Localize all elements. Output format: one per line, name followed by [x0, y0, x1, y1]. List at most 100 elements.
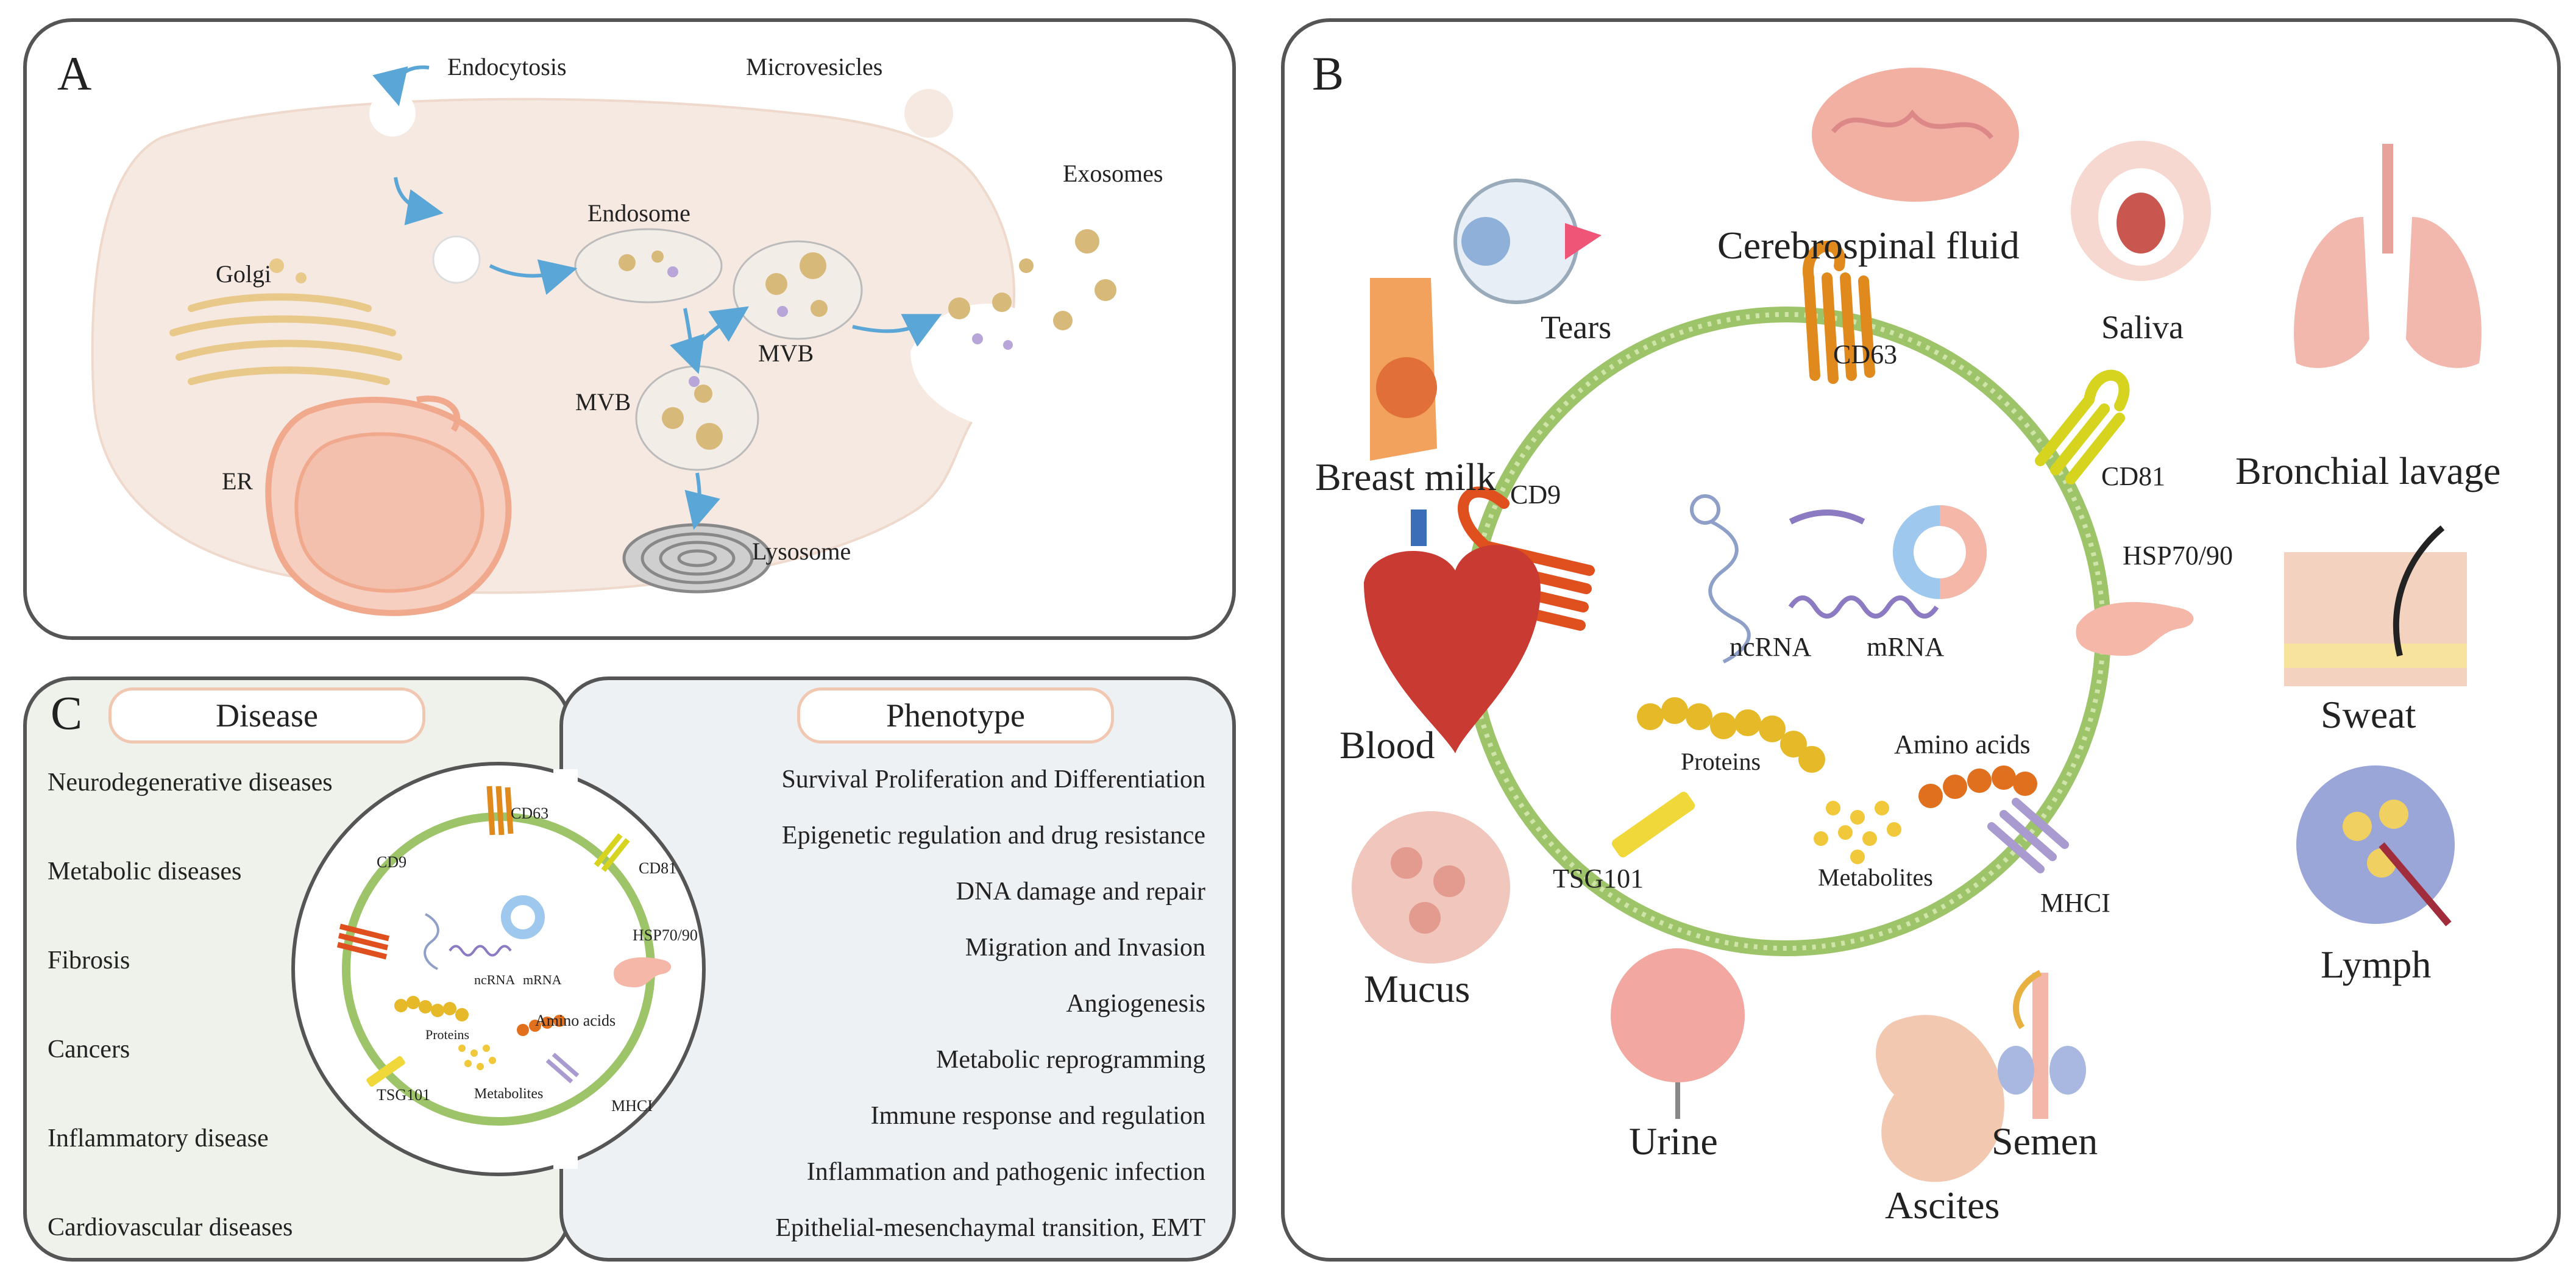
label-er: ER	[222, 467, 254, 495]
cd81-icon	[2035, 369, 2130, 485]
mini-label-cd9: CD9	[377, 853, 407, 871]
label-tears: Tears	[1541, 309, 1612, 346]
tsg101-icon	[1611, 792, 1695, 857]
label-mhci: MHCI	[2040, 888, 2110, 918]
label-mrna: mRNA	[1867, 632, 1945, 662]
panel-c: C Disease Phenotype Neurodegenerative di…	[23, 676, 1236, 1262]
microvesicle-bud	[904, 89, 953, 138]
disease-item: Metabolic diseases	[48, 857, 242, 886]
label-cd9: CD9	[1510, 480, 1561, 509]
mini-label-proteins: Proteins	[425, 1027, 470, 1042]
panel-b-label: B	[1312, 47, 1344, 100]
mini-label-metabolites: Metabolites	[474, 1086, 544, 1102]
phenotype-list: Survival Proliferation and Differentiati…	[633, 765, 1205, 1246]
mini-label-cd81: CD81	[639, 859, 677, 877]
mrna-icon	[1788, 595, 1939, 619]
label-urine: Urine	[1629, 1120, 1718, 1163]
male-reproductive-icon	[1998, 970, 2086, 1119]
phenotype-item: DNA damage and repair	[956, 878, 1205, 906]
label-bronchial-lavage: Bronchial lavage	[2235, 449, 2501, 492]
panel-a-label: A	[57, 47, 92, 100]
label-ncrna: ncRNA	[1730, 632, 1812, 662]
phenotype-item: Epithelial-mesenchaymal transition, EMT	[775, 1214, 1205, 1242]
hsp-icon	[2076, 602, 2194, 656]
mini-label-cd63: CD63	[511, 804, 549, 822]
disease-item: Cardiovascular diseases	[48, 1213, 293, 1241]
label-lymph: Lymph	[2321, 943, 2432, 986]
label-proteins: Proteins	[1681, 748, 1761, 775]
label-amino-acids: Amino acids	[1894, 730, 2031, 759]
heart-icon	[1364, 509, 1541, 753]
phenotype-title: Phenotype	[797, 687, 1114, 744]
endosome-icon	[574, 228, 723, 304]
bladder-icon	[1611, 948, 1745, 1119]
mini-label-amino-acids: Amino acids	[535, 1012, 616, 1029]
exosome-particles	[948, 229, 1116, 350]
phenotype-item: Survival Proliferation and Differentiati…	[781, 765, 1205, 793]
proteins-icon	[1637, 697, 1825, 773]
pathway-arrows	[372, 65, 942, 530]
mhci-icon	[1987, 798, 2069, 873]
exosome-and-fluids-illustration	[1352, 68, 2482, 1182]
label-cd63: CD63	[1833, 339, 1898, 369]
label-breast-milk: Breast milk	[1315, 455, 1496, 499]
ncrna-icon	[1690, 494, 1751, 664]
disease-title: Disease	[108, 687, 425, 744]
phenotype-item: Metabolic reprogramming	[935, 1046, 1205, 1074]
breast-icon	[1370, 278, 1437, 461]
phenotype-item: Immune response and regulation	[870, 1102, 1205, 1130]
label-endocytosis: Endocytosis	[447, 53, 567, 80]
label-exosomes: Exosomes	[1063, 160, 1163, 187]
amino-acids-icon	[1918, 765, 2037, 808]
ascites-abdomen-icon	[1876, 1015, 2004, 1182]
lymph-node-icon	[2296, 765, 2455, 926]
phenotype-item: Angiogenesis	[1066, 990, 1205, 1018]
disease-item: Neurodegenerative diseases	[48, 769, 333, 797]
label-hsp: HSP70/90	[2123, 541, 2233, 570]
panel-a: A	[23, 18, 1236, 640]
mini-label-tsg101: TSG101	[377, 1086, 431, 1104]
disease-list: Neurodegenerative diseases Metabolic dis…	[48, 768, 425, 1243]
cell-illustration	[91, 65, 1116, 616]
label-mucus: Mucus	[1364, 967, 1471, 1010]
mvb-lower-icon	[635, 365, 759, 471]
label-microvesicles: Microvesicles	[746, 53, 883, 80]
mini-label-hsp: HSP70/90	[633, 926, 698, 944]
label-cerebrospinal-fluid: Cerebrospinal fluid	[1717, 224, 2020, 267]
label-semen: Semen	[1992, 1120, 2098, 1163]
label-golgi: Golgi	[216, 260, 272, 288]
label-metabolites: Metabolites	[1818, 864, 1933, 891]
disease-item: Cancers	[48, 1035, 130, 1063]
lysosome-icon	[622, 523, 772, 594]
brain-icon	[1812, 68, 2019, 202]
label-mvb-lower: MVB	[575, 388, 631, 416]
mini-label-mrna: mRNA	[523, 972, 562, 987]
label-blood: Blood	[1339, 723, 1435, 767]
mini-label-ncrna: ncRNA	[474, 972, 516, 987]
eye-icon	[1453, 179, 1602, 304]
mini-label-mhci: MHCI	[611, 1097, 653, 1115]
phenotype-item: Inflammation and pathogenic infection	[806, 1158, 1205, 1186]
lungs-icon	[2294, 144, 2482, 368]
label-tsg101: TSG101	[1553, 864, 1644, 893]
panel-c-label: C	[51, 686, 83, 739]
label-ascites: Ascites	[1885, 1184, 2000, 1227]
early-vesicle	[432, 235, 481, 284]
mucus-icon	[1352, 811, 1510, 964]
skin-icon	[2284, 525, 2467, 686]
golgi-icon	[169, 258, 402, 385]
disease-item: Fibrosis	[48, 946, 130, 974]
phenotype-item: Migration and Invasion	[965, 934, 1205, 962]
panel-b: B	[1281, 18, 2561, 1262]
mvb-upper-icon	[733, 240, 863, 340]
er-icon	[265, 396, 512, 616]
phenotype-item: Epigenetic regulation and drug resistanc…	[781, 822, 1205, 850]
disease-item: Inflammatory disease	[48, 1124, 269, 1152]
label-mvb-upper: MVB	[758, 339, 814, 367]
mini-exosome-illustration	[336, 786, 672, 1126]
label-endosome: Endosome	[587, 199, 690, 227]
cd63-icon	[1803, 241, 1875, 384]
label-sweat: Sweat	[2321, 693, 2416, 736]
label-lysosome: Lysosome	[752, 538, 851, 565]
mouth-icon	[2071, 141, 2211, 281]
